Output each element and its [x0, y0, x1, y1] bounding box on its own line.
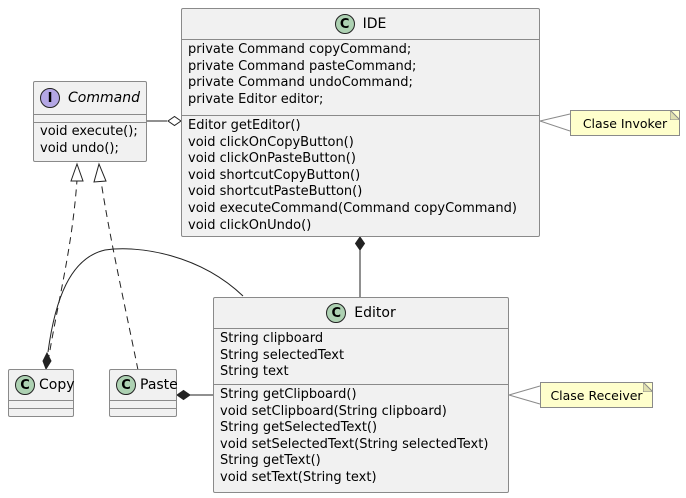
editor-class-header: C Editor	[214, 298, 508, 328]
editor-method: void setSelectedText(String selectedText…	[220, 436, 489, 452]
paste-class[interactable]: C Paste	[109, 369, 178, 417]
class-icon: C	[116, 375, 136, 395]
composition-diamond-copy	[42, 351, 52, 371]
command-method: void undo();	[40, 140, 119, 156]
paste-class-header: C Paste	[110, 370, 178, 400]
command-interface-header: I Command	[34, 82, 146, 114]
class-icon: C	[326, 303, 347, 323]
ide-method: void executeCommand(Command copyCommand)	[188, 200, 517, 216]
command-fields	[34, 114, 146, 122]
ide-field: private Editor editor;	[188, 91, 324, 107]
copy-command-realization-line	[47, 179, 78, 363]
copy-class-name: Copy	[39, 377, 75, 393]
ide-methods: Editor getEditor() void clickOnCopyButto…	[182, 115, 539, 236]
class-icon: C	[15, 375, 35, 395]
paste-class-name: Paste	[140, 377, 178, 393]
invoker-note-connector-2	[539, 120, 571, 132]
realization-arrowhead-paste	[93, 162, 107, 183]
command-interface-name: Command	[68, 90, 140, 106]
editor-copy-composition-line	[47, 248, 244, 353]
ide-field: private Command copyCommand;	[188, 42, 412, 57]
command-method: void execute();	[40, 124, 138, 139]
receiver-note-text: Clase Receiver	[550, 387, 643, 403]
editor-method: void setClipboard(String clipboard)	[220, 403, 447, 419]
note-fold-icon	[643, 382, 653, 392]
editor-method: String getSelectedText()	[220, 420, 378, 436]
invoker-note-connector	[539, 113, 571, 122]
note-fold-icon	[670, 110, 680, 120]
paste-command-realization-line	[100, 180, 139, 371]
editor-method: String getClipboard()	[220, 387, 357, 402]
editor-method: void setText(String text)	[220, 469, 377, 485]
copy-fields	[9, 400, 73, 408]
editor-field: String text	[220, 364, 289, 380]
paste-methods	[110, 408, 176, 416]
receiver-note-connector	[508, 385, 541, 396]
receiver-note[interactable]: Clase Receiver	[540, 382, 653, 408]
aggregation-diamond	[167, 115, 182, 127]
ide-class-name: IDE	[362, 16, 387, 32]
ide-method: void shortcutCopyButton()	[188, 167, 361, 183]
editor-class[interactable]: C Editor String clipboard String selecte…	[213, 297, 509, 493]
composition-diamond-paste	[176, 389, 191, 401]
receiver-note-connector-2	[508, 394, 541, 405]
ide-method: void shortcutPasteButton()	[188, 184, 363, 200]
composition-diamond-ide	[354, 236, 366, 251]
interface-icon: I	[40, 88, 61, 108]
ide-fields: private Command copyCommand; private Com…	[182, 39, 539, 115]
command-interface[interactable]: I Command void execute(); void undo();	[33, 81, 147, 162]
ide-method: void clickOnUndo()	[188, 217, 312, 233]
ide-class-header: C IDE	[182, 9, 539, 39]
ide-method: void clickOnCopyButton()	[188, 134, 354, 150]
editor-field: String clipboard	[220, 331, 324, 346]
class-icon: C	[334, 14, 355, 34]
editor-method: String getText()	[220, 453, 321, 469]
ide-method: Editor getEditor()	[188, 118, 301, 133]
invoker-note-text: Clase Invoker	[582, 115, 668, 131]
copy-class[interactable]: C Copy	[8, 369, 75, 417]
ide-method: void clickOnPasteButton()	[188, 151, 356, 167]
ide-field: private Command undoCommand;	[188, 75, 413, 91]
invoker-note[interactable]: Clase Invoker	[570, 110, 680, 136]
copy-methods	[9, 408, 73, 416]
editor-field: String selectedText	[220, 347, 345, 363]
paste-fields	[110, 400, 176, 408]
copy-class-header: C Copy	[9, 370, 75, 400]
ide-field: private Command pasteCommand;	[188, 58, 417, 74]
ide-class[interactable]: C IDE private Command copyCommand; priva…	[181, 8, 540, 237]
editor-class-name: Editor	[354, 305, 396, 321]
editor-fields: String clipboard String selectedText Str…	[214, 328, 508, 384]
realization-arrowhead-copy	[70, 162, 84, 182]
editor-methods: String getClipboard() void setClipboard(…	[214, 384, 508, 489]
command-methods: void execute(); void undo();	[34, 122, 146, 159]
